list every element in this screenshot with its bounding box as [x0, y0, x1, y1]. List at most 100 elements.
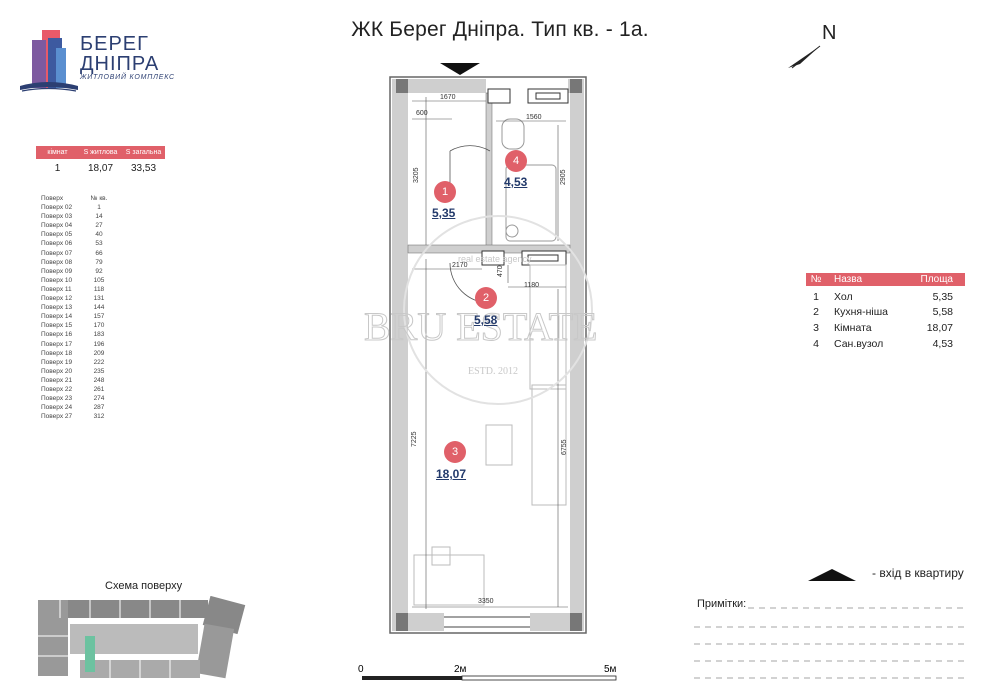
- floor-name: Поверх 04: [41, 222, 73, 230]
- floors-table-row: Поверх 11 118: [41, 285, 109, 294]
- floor-name: Поверх 11: [41, 285, 72, 293]
- room-marker: 4: [505, 150, 527, 172]
- rooms-header-area: Площа: [920, 274, 954, 285]
- dim-600: 600: [416, 110, 428, 117]
- dim-3205: 3205: [413, 167, 420, 183]
- apartment-number: 40: [95, 231, 103, 239]
- floors-table-row: Поверх 18 209: [41, 349, 109, 358]
- apartment-number: 105: [93, 276, 105, 284]
- apartment-number: 118: [93, 285, 105, 293]
- floors-table-row: Поверх 13 144: [41, 303, 109, 312]
- dim-1670: 1670: [440, 94, 456, 101]
- floor-name: Поверх 07: [41, 249, 73, 257]
- north-label: N: [822, 22, 837, 44]
- apartment-number: 312: [93, 413, 105, 421]
- room-name: Кімната: [834, 322, 872, 334]
- floor-name: Поверх 20: [41, 367, 73, 375]
- floor-name: Поверх 18: [41, 349, 73, 357]
- schema-label: Схема поверху: [105, 580, 183, 592]
- watermark-name: BRU ESTATE: [364, 304, 597, 349]
- floors-table-row: Поверх 20 235: [41, 367, 109, 376]
- floor-schema-icon: [38, 596, 246, 679]
- floors-table-row: Поверх 17 196: [41, 340, 109, 349]
- apartment-number: 170: [93, 322, 105, 330]
- room-marker: 3: [444, 441, 466, 463]
- room-num: 4: [813, 338, 819, 350]
- floors-table-header: Поверх № кв.: [41, 194, 109, 203]
- floors-header-apt: № кв.: [90, 195, 108, 202]
- floors-table-row: Поверх 09 92: [41, 267, 109, 276]
- room-num: 1: [813, 291, 819, 303]
- apartment-number: 235: [93, 367, 105, 375]
- apartment-number: 27: [95, 222, 103, 230]
- room-area-label: 5,35: [432, 206, 456, 220]
- floors-table-row: Поверх 23 274: [41, 394, 109, 403]
- dim-470: 470: [497, 265, 504, 277]
- entry-label: - вхід в квартиру: [872, 566, 964, 580]
- floor-name: Поверх 13: [41, 304, 73, 312]
- room-name: Кухня-ніша: [834, 306, 888, 318]
- floor-name: Поверх 17: [41, 340, 73, 348]
- apartment-number: 144: [93, 304, 105, 312]
- apartment-number: 274: [93, 395, 105, 403]
- entry-legend-icon: [808, 569, 856, 581]
- dim-3350: 3350: [478, 598, 494, 605]
- rooms-table-header: № Назва Площа: [806, 273, 965, 286]
- apartment-number: 131: [93, 295, 105, 303]
- floors-table-row: Поверх 21 248: [41, 376, 109, 385]
- apartment-number: 196: [93, 340, 105, 348]
- apartment-number: 79: [95, 258, 103, 266]
- apartment-number: 183: [93, 331, 105, 339]
- apartment-number: 248: [93, 376, 105, 384]
- room-area-label: 18,07: [436, 467, 467, 481]
- dim-2170: 2170: [452, 262, 468, 269]
- entry-marker-icon: [440, 63, 480, 75]
- logo-subtitle: ЖИТЛОВИЙ КОМПЛЕКС: [80, 74, 175, 81]
- dim-1560: 1560: [526, 114, 542, 121]
- dim-1180: 1180: [524, 282, 539, 289]
- apartment-number: 92: [95, 267, 103, 275]
- apartment-number: 157: [93, 313, 105, 321]
- logo-name: БЕРЕГ ДНІПРА: [80, 33, 160, 75]
- summary-header-rooms: кімнат: [47, 149, 68, 156]
- floors-table-row: Поверх 07 66: [41, 249, 109, 258]
- floor-name: Поверх 09: [41, 267, 73, 275]
- room-area: 4,53: [932, 338, 953, 350]
- room-area: 18,07: [926, 322, 953, 334]
- rooms-header-num: №: [810, 274, 822, 285]
- room-num: 2: [813, 306, 819, 318]
- apartment-number: 209: [93, 349, 105, 357]
- apartment-number: 53: [95, 240, 103, 248]
- floor-name: Поверх 27: [41, 413, 73, 421]
- room-marker: 2: [475, 287, 497, 309]
- summary-living-area: 18,07: [87, 163, 114, 174]
- floor-name: Поверх 21: [41, 376, 73, 384]
- dim-6755: 6755: [561, 439, 568, 455]
- north-arrow-icon: [788, 45, 821, 69]
- summary-header-living: S житлова: [83, 149, 118, 156]
- floors-table-row: Поверх 27 312: [41, 412, 109, 421]
- summary-header-total: S загальна: [125, 149, 162, 156]
- summary-total-area: 33,53: [130, 163, 157, 174]
- floor-name: Поверх 23: [41, 395, 73, 403]
- floor-plan: 1670 600 1560 3205 2905 2170 470 1180 72…: [389, 63, 587, 634]
- apartment-number: 222: [93, 358, 105, 366]
- apartment-number: 66: [95, 249, 103, 257]
- room-area: 5,35: [932, 291, 953, 303]
- floors-header-floor: Поверх: [41, 195, 64, 202]
- summary-header: кімнат S житлова S загальна: [36, 146, 165, 159]
